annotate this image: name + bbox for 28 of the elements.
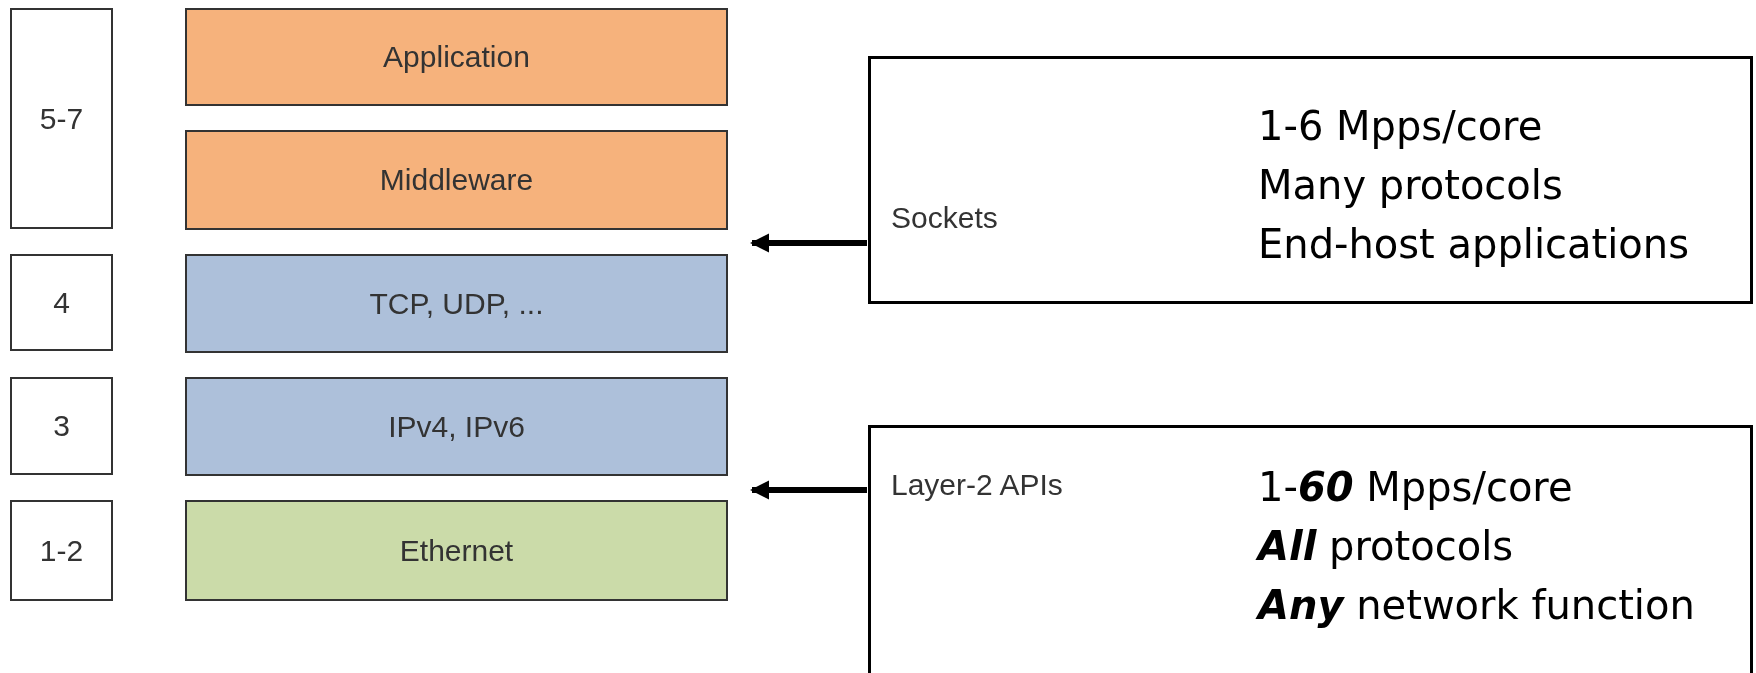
feature-text: Many protocols [1258,162,1563,208]
layer-label: Application [383,40,530,74]
protocol-layer-box [185,377,728,476]
layer-label: TCP, UDP, ... [369,286,544,321]
protocol-layer-box [185,130,728,230]
layer-number-box [10,254,113,351]
layer-number-box [10,500,113,601]
layer-number-box [10,377,113,475]
feature-text: 1-6 Mpps/core [1258,103,1543,149]
api-info-box [868,56,1753,304]
layer-label: 5-7 [39,101,84,136]
protocol-layer-box [185,8,728,106]
layer-label: 3 [53,409,70,443]
layer-label: 4 [53,285,70,320]
protocol-layer-box [185,500,728,601]
layer-label: Middleware [379,163,534,197]
layer-number-box [10,8,113,229]
arrow [750,480,867,500]
api-name: Sockets [891,201,998,235]
feature-text: End-host applications [1258,221,1689,267]
arrow [750,233,867,253]
layer-label: 1-2 [39,533,84,568]
api-name: Layer-2 APIs [891,468,1063,502]
protocol-layer-box [185,254,728,353]
api-info-box [868,425,1753,673]
feature-text: 1-60 Mpps/core [1258,464,1573,510]
layer-label: Ethernet [399,533,514,568]
layer-label: IPv4, IPv6 [388,409,525,444]
